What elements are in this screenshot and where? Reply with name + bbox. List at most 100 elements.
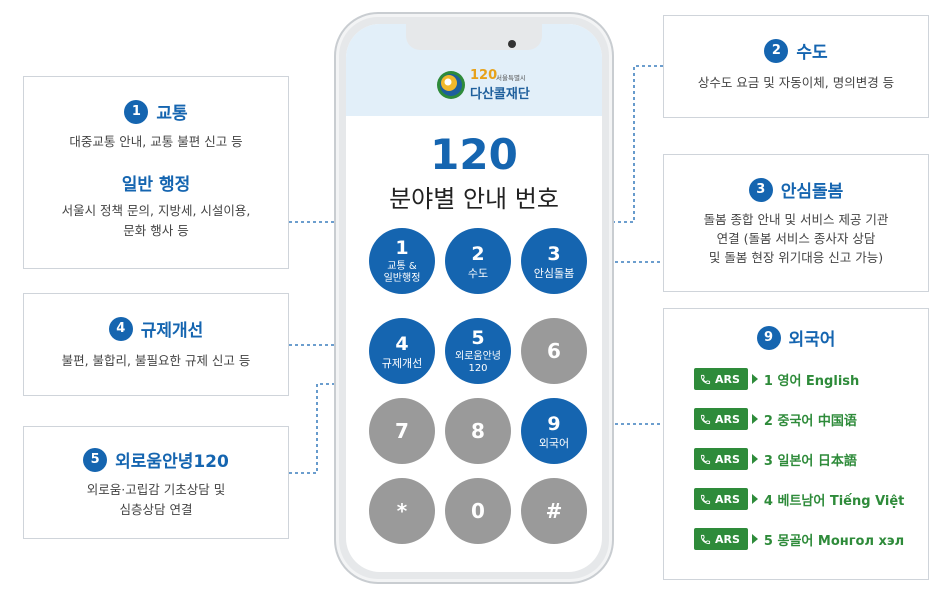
- logo-name: 다산콜재단: [470, 87, 530, 102]
- arrow-right-icon: [751, 414, 758, 424]
- number-badge: 1: [124, 99, 149, 124]
- ars-language-row[interactable]: ARS 2 중국어 中国语: [694, 408, 857, 430]
- info-box-regulation: 4 규제개선 불편, 불합리, 불필요한 규제 신고 등: [23, 293, 289, 396]
- arrow-right-icon: [751, 494, 758, 504]
- connector-2: [477, 65, 663, 238]
- ars-language-text: 5 몽골어 Монгол хэл: [763, 533, 905, 549]
- info-box-loneliness: 5 외로움안녕120 외로움·고립감 기초상담 및 심층상담 연결: [23, 426, 289, 539]
- foreign-title: 외국어: [788, 330, 836, 350]
- regulation-desc: 불편, 불합리, 불필요한 규제 신고 등: [61, 353, 251, 368]
- ars-language-row[interactable]: ARS 1 영어 English: [694, 368, 859, 390]
- phone-icon: [700, 534, 711, 544]
- main-number: 120: [430, 130, 518, 179]
- ars-language-row[interactable]: ARS 3 일본어 日本語: [694, 448, 857, 470]
- ars-badge: ARS: [694, 528, 748, 550]
- ars-language-row[interactable]: ARS 5 몽골어 Монгол хэл: [694, 528, 904, 550]
- care-desc-line: 돌봄 종합 안내 및 서비스 제공 기관: [703, 212, 889, 227]
- ars-label: ARS: [715, 532, 740, 546]
- key-number: 6: [547, 339, 561, 363]
- key-number: 4: [395, 332, 409, 355]
- arrow-right-icon: [751, 454, 758, 464]
- phone-icon: [700, 494, 711, 504]
- traffic-desc: 대중교통 안내, 교통 불편 신고 등: [69, 134, 243, 149]
- care-desc: 돌봄 종합 안내 및 서비스 제공 기관 연결 (돌봄 서비스 종사자 상담 및…: [664, 210, 928, 267]
- info-box-care: 3 안심돌봄 돌봄 종합 안내 및 서비스 제공 기관 연결 (돌봄 서비스 종…: [663, 154, 929, 292]
- key-label: 규제개선: [381, 356, 423, 370]
- loneliness-desc-line: 외로움·고립감 기초상담 및: [86, 482, 226, 497]
- phone-icon: [700, 454, 711, 464]
- ars-badge: ARS: [694, 368, 748, 390]
- key-number: 7: [395, 419, 409, 443]
- box-title-regulation: 4 규제개선: [24, 316, 288, 341]
- key-label: 교통 & 일반행정: [383, 261, 421, 284]
- phone-icon: [700, 414, 711, 424]
- general-admin-desc-line: 문화 행사 등: [123, 223, 189, 238]
- ars-label: ARS: [715, 452, 740, 466]
- ars-language-row[interactable]: ARS 4 베트남어 Tiếng Việt: [694, 488, 904, 510]
- box-title-foreign: 9 외국어: [664, 325, 928, 350]
- key-8[interactable]: 8: [445, 398, 511, 464]
- key-number: 3: [547, 242, 561, 265]
- logo-mark-icon: [437, 71, 465, 99]
- key-number: 0: [471, 499, 485, 523]
- key-0[interactable]: 0: [445, 478, 511, 544]
- care-desc-line: 및 돌봄 현장 위기대응 신고 가능): [708, 250, 884, 265]
- logo-city: 서울특별시: [496, 74, 526, 82]
- info-box-traffic: 1 교통 대중교통 안내, 교통 불편 신고 등 일반 행정 서울시 정책 문의…: [23, 76, 289, 269]
- number-badge: 2: [764, 38, 789, 63]
- key-label: 외국어: [538, 436, 570, 450]
- key-number: 9: [547, 412, 561, 435]
- key-label: 안심돌봄: [533, 266, 575, 280]
- connector-5: [289, 378, 479, 474]
- loneliness-desc-line: 심층상담 연결: [119, 502, 193, 517]
- dasan-call-logo: 120 서울특별시 다산콜재단: [436, 68, 546, 104]
- key-label: 외로움안녕 120: [455, 351, 501, 374]
- number-badge: 9: [756, 325, 781, 350]
- camera-icon: [508, 40, 516, 48]
- key-number: *: [396, 499, 408, 523]
- ars-badge: ARS: [694, 488, 748, 510]
- key-number: 8: [471, 419, 485, 443]
- key-6[interactable]: 6: [521, 318, 587, 384]
- box-title-care: 3 안심돌봄: [664, 177, 928, 202]
- ars-label: ARS: [715, 492, 740, 506]
- box-title-water: 2 수도: [664, 38, 928, 63]
- key-number: #: [545, 499, 563, 523]
- phone-notch: [406, 24, 542, 50]
- ars-badge: ARS: [694, 408, 748, 430]
- general-admin-title: 일반 행정: [121, 175, 191, 195]
- key-hash[interactable]: #: [521, 478, 587, 544]
- key-number: 1: [395, 237, 409, 259]
- ars-language-text: 4 베트남어 Tiếng Việt: [763, 493, 905, 509]
- ars-badge: ARS: [694, 448, 748, 470]
- water-title: 수도: [796, 43, 828, 63]
- regulation-title: 규제개선: [140, 321, 204, 341]
- ars-language-text: 1 영어 English: [763, 373, 860, 389]
- arrow-right-icon: [751, 374, 758, 384]
- key-7[interactable]: 7: [369, 398, 435, 464]
- key-star[interactable]: *: [369, 478, 435, 544]
- ars-language-text: 3 일본어 日本語: [763, 453, 857, 469]
- care-desc-line: 연결 (돌봄 서비스 종사자 상담: [716, 231, 876, 246]
- loneliness-title: 외로움안녕120: [115, 452, 229, 472]
- number-badge: 3: [748, 177, 773, 202]
- main-subtitle: 분야별 안내 번호: [389, 185, 559, 213]
- ars-label: ARS: [715, 412, 740, 426]
- box-title-loneliness: 5 외로움안녕120: [24, 447, 288, 472]
- info-box-water: 2 수도 상수도 요금 및 자동이체, 명의변경 등: [663, 15, 929, 118]
- general-admin-desc: 서울시 정책 문의, 지방세, 시설이용, 문화 행사 등: [24, 201, 288, 241]
- ars-language-text: 2 중국어 中国语: [763, 413, 857, 429]
- general-admin-desc-line: 서울시 정책 문의, 지방세, 시설이용,: [61, 203, 251, 218]
- logo-number: 120: [470, 68, 498, 83]
- ars-label: ARS: [715, 372, 740, 386]
- phone-icon: [700, 374, 711, 384]
